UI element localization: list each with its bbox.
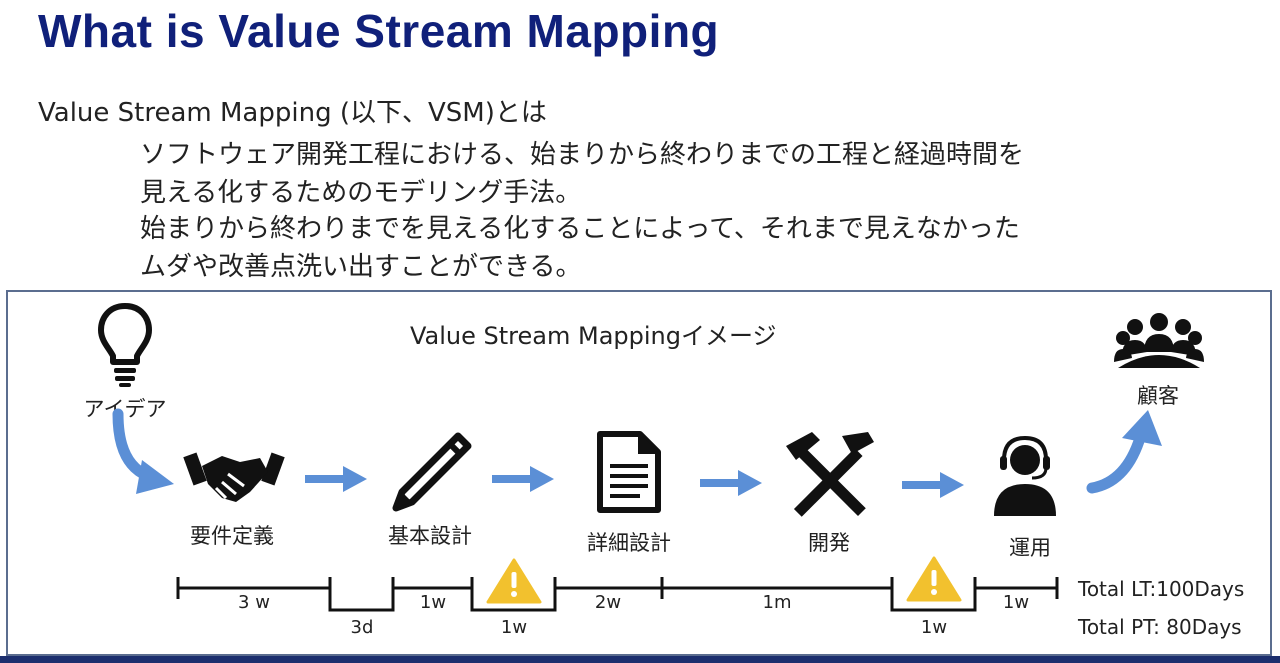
flow-arrow-curved-end xyxy=(1086,410,1162,494)
process-time-label: 2w xyxy=(594,592,622,613)
wait-time-label: 1w xyxy=(920,617,948,638)
diagram-frame xyxy=(6,290,1272,656)
lightbulb-icon xyxy=(98,303,152,387)
stage-label: 要件定義 xyxy=(190,524,274,548)
description-line: ソフトウェア開発工程における、始まりから終わりまでの工程と経過時間を xyxy=(140,140,1025,170)
flow-arrow xyxy=(305,466,367,492)
flow-arrow xyxy=(902,472,964,498)
process-time-label: 1w xyxy=(419,592,447,613)
flow-arrow-curved-start xyxy=(112,408,174,494)
stage-label: 運用 xyxy=(1009,536,1051,560)
total-process-time: Total PT: 80Days xyxy=(1078,615,1242,639)
hammer-wrench-icon xyxy=(786,432,874,517)
people-group-icon xyxy=(1114,313,1204,368)
total-lead-time: Total LT:100Days xyxy=(1078,577,1245,601)
wait-time-label: 1w xyxy=(500,617,528,638)
support-headset-icon xyxy=(994,435,1056,516)
flow-arrow xyxy=(700,470,762,496)
stage-label: 開発 xyxy=(808,531,850,555)
end-label: 顧客 xyxy=(1137,384,1179,408)
wait-time-label: 3d xyxy=(350,617,374,638)
handshake-icon xyxy=(183,452,285,502)
flow-arrow xyxy=(492,466,554,492)
intro-text: Value Stream Mapping (以下、VSM)とは xyxy=(38,98,547,128)
process-time-label: 1m xyxy=(762,592,792,613)
slide-title: What is Value Stream Mapping xyxy=(38,5,720,57)
stage-label: 詳細設計 xyxy=(587,531,671,555)
bottom-rule xyxy=(0,656,1280,663)
warning-icon xyxy=(486,558,542,604)
start-label: アイデア xyxy=(83,397,167,421)
timeline xyxy=(176,556,1059,612)
stage-label: 基本設計 xyxy=(388,524,472,548)
description-line: 始まりから終わりまでを見える化することによって、それまで見えなかった xyxy=(140,214,1020,244)
description-line: 見える化するためのモデリング手法。 xyxy=(140,178,582,208)
process-time-label: 3 w xyxy=(238,592,270,613)
document-icon xyxy=(597,431,661,513)
description-line: ムダや改善点洗い出すことができる。 xyxy=(140,252,582,282)
pencil-icon xyxy=(392,432,472,512)
diagram-title: Value Stream Mappingイメージ xyxy=(410,322,777,350)
warning-icon xyxy=(906,556,962,602)
process-time-label: 1w xyxy=(1002,592,1030,613)
